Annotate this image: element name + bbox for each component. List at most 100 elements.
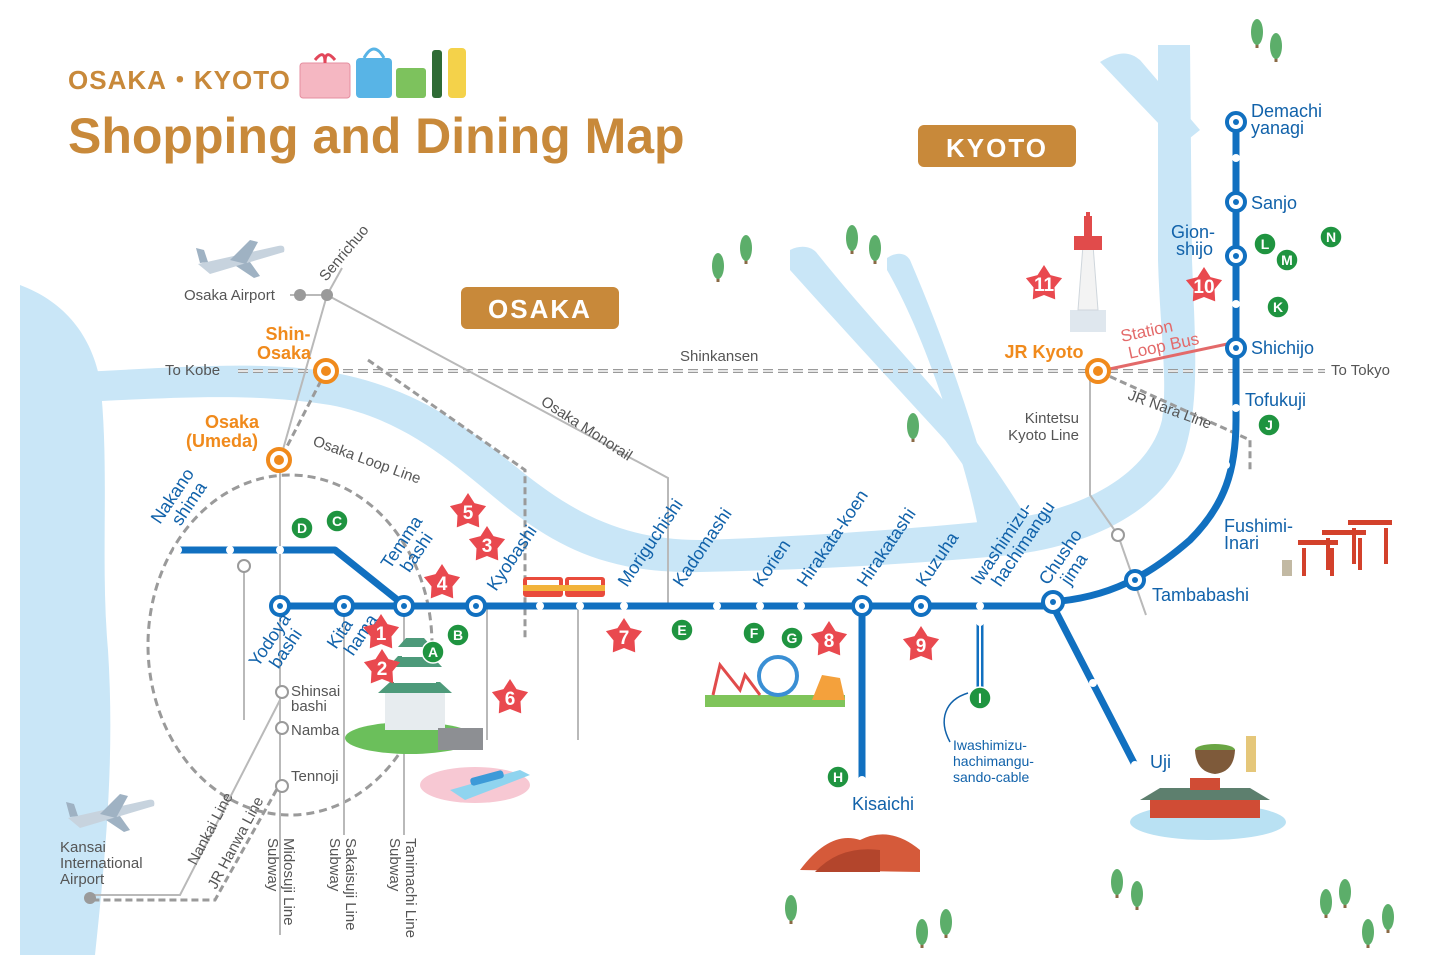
station-shin-osaka: Shin-Osaka (257, 324, 312, 363)
spot-star-9[interactable]: 9 (902, 626, 940, 661)
spot-label: B (453, 627, 463, 643)
spot-label: H (833, 769, 843, 785)
circle-marker-icon (325, 509, 349, 533)
spot-circle-N[interactable]: N (1319, 225, 1343, 249)
kyoto-tower-illustration (1070, 212, 1106, 332)
star-marker-icon (491, 679, 529, 714)
spot-circle-K[interactable]: K (1266, 295, 1290, 319)
circle-marker-icon (421, 640, 445, 664)
station-yodoyabashi: Yodoyabashi (245, 609, 310, 680)
osaka-airport-station (294, 289, 306, 301)
spot-circle-I[interactable]: I (968, 686, 992, 710)
spot-circle-E[interactable]: E (670, 618, 694, 642)
spot-label: 2 (377, 659, 388, 680)
label-shinkansen: Shinkansen (680, 348, 758, 365)
kamo-river (1100, 53, 1200, 146)
kyoto-badge: KYOTO (918, 125, 1076, 167)
star-marker-icon (449, 493, 487, 528)
spot-star-8[interactable]: 8 (810, 621, 848, 656)
svg-text:KYOTO: KYOTO (946, 133, 1048, 163)
station-tambabashi: Tambabashi (1152, 585, 1249, 605)
spot-label: 8 (824, 631, 835, 652)
spot-star-5[interactable]: 5 (449, 493, 487, 528)
yodo-river (80, 45, 1196, 573)
station-osaka-umeda: Osaka(Umeda) (186, 412, 260, 451)
spot-star-4[interactable]: 4 (423, 564, 461, 599)
spot-label: 6 (505, 689, 516, 710)
spot-star-10[interactable]: 10 (1185, 267, 1223, 302)
spot-circle-G[interactable]: G (780, 626, 804, 650)
station-jr-kyoto: JR Kyoto (1004, 342, 1083, 362)
label-tennoji: Tennoji (291, 768, 339, 785)
station-sanjo: Sanjo (1251, 193, 1297, 213)
spot-label: 10 (1193, 277, 1214, 298)
osaka-bay (20, 285, 111, 955)
katsura-river (887, 253, 1005, 552)
spot-circle-F[interactable]: F (742, 621, 766, 645)
spot-circle-J[interactable]: J (1257, 413, 1281, 437)
spot-label: I (978, 690, 982, 706)
spot-label: 9 (916, 636, 927, 657)
spot-label: 4 (437, 574, 448, 595)
spot-label: 7 (619, 628, 630, 649)
spot-star-2[interactable]: 2 (363, 649, 401, 684)
circle-marker-icon (780, 626, 804, 650)
spot-star-7[interactable]: 7 (605, 618, 643, 653)
spot-circle-L[interactable]: L (1253, 232, 1277, 256)
label-to-kobe: To Kobe (165, 362, 220, 379)
spot-star-3[interactable]: 3 (468, 526, 506, 561)
circle-marker-icon (446, 623, 470, 647)
circle-marker-icon (1266, 295, 1290, 319)
circle-spots: AB C D E F G H I J K LM N (290, 225, 1343, 789)
spot-label: A (428, 644, 438, 660)
station-fushimiinari: Fushimi-Inari (1224, 516, 1293, 553)
map-subtitle: OSAKA・KYOTO (68, 65, 291, 95)
circle-marker-icon (1257, 413, 1281, 437)
label-osaka-loop-line: Osaka Loop Line (311, 433, 423, 488)
spot-circle-C[interactable]: C (325, 509, 349, 533)
spot-label: C (332, 513, 342, 529)
spot-label: F (750, 625, 759, 641)
star-marker-icon (423, 564, 461, 599)
circle-marker-icon (1275, 248, 1299, 272)
label-cable: Iwashimizu-hachimangu-sando-cable (953, 737, 1034, 785)
header: OSAKA・KYOTO Shopping and Dining Map (68, 47, 685, 164)
jr-station-labels: Shin-Osaka Osaka(Umeda) JR Kyoto (186, 324, 1084, 451)
star-spots: 1 2 4 5 3 6 7 8 9 10 11 (362, 265, 1223, 714)
star-marker-icon (363, 649, 401, 684)
spot-label: M (1281, 252, 1293, 268)
map-title: Shopping and Dining Map (68, 108, 685, 164)
station-nakanoshima: Nakanoshima (147, 465, 213, 538)
spot-circle-D[interactable]: D (290, 516, 314, 540)
shopping-bags-illustration (299, 47, 466, 99)
kisaichi-illustration (800, 834, 920, 872)
kansai-airport-station (84, 892, 96, 904)
label-to-tokyo: To Tokyo (1331, 362, 1390, 379)
spot-circle-B[interactable]: B (446, 623, 470, 647)
circle-marker-icon (1253, 232, 1277, 256)
spot-label: J (1265, 417, 1273, 433)
star-marker-icon (468, 526, 506, 561)
station-loop-bus-line (1099, 341, 1233, 373)
spot-star-11[interactable]: 11 (1025, 265, 1063, 300)
spot-circle-A[interactable]: A (421, 640, 445, 664)
spot-circle-M[interactable]: M (1275, 248, 1299, 272)
label-osaka-airport: Osaka Airport (184, 287, 276, 304)
star-marker-icon (362, 614, 400, 649)
senrichuo-station (321, 289, 333, 301)
spot-label: E (677, 622, 686, 638)
rivers (20, 45, 1200, 955)
spot-circle-H[interactable]: H (826, 765, 850, 789)
spot-star-6[interactable]: 6 (491, 679, 529, 714)
station-shichijo: Shichijo (1251, 338, 1314, 358)
minor-stations (174, 154, 1240, 784)
cable-pointer (943, 692, 969, 743)
spot-label: D (297, 520, 307, 536)
label-tanimachi: SubwayTanimachi Line (386, 838, 419, 938)
circle-marker-icon (670, 618, 694, 642)
spot-label: 3 (482, 536, 493, 557)
gray-stations (237, 528, 1125, 793)
spot-star-1[interactable]: 1 (362, 614, 400, 649)
